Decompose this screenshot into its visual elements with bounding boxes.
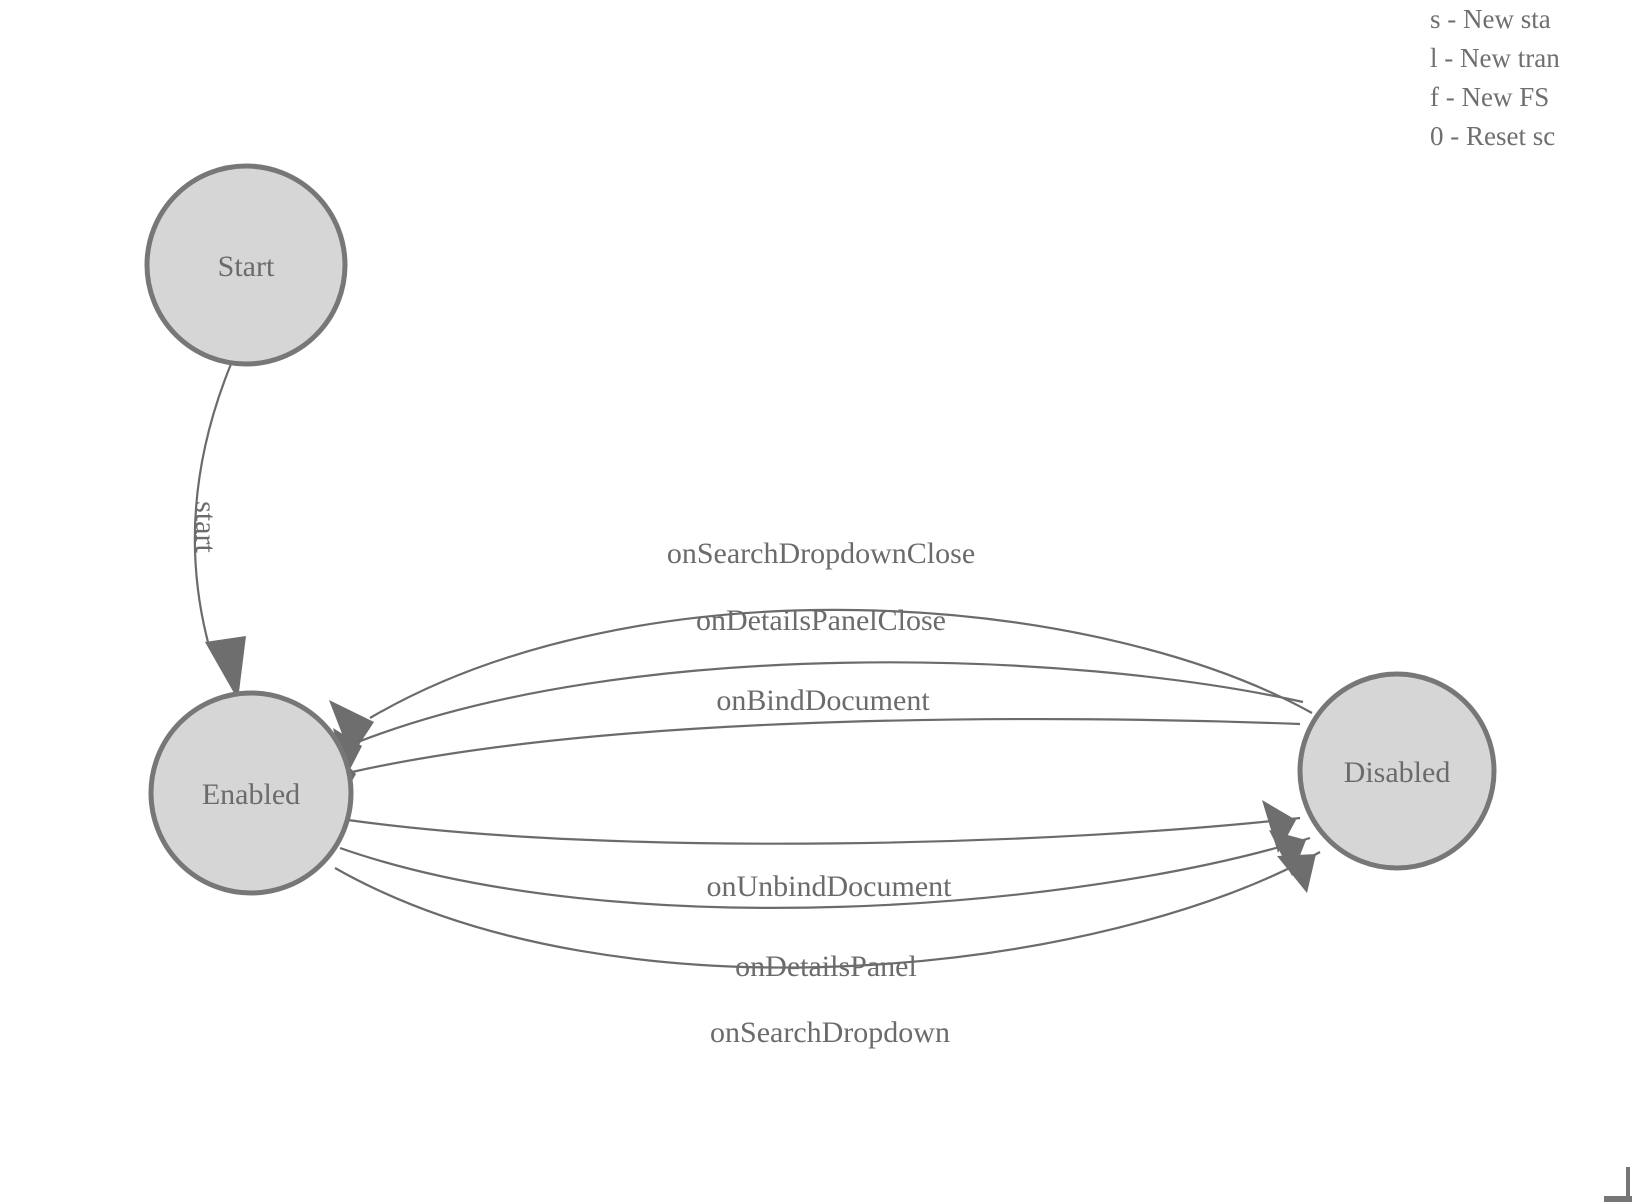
horizontal-scrollbar-thumb[interactable] [1604,1196,1632,1202]
edge-label-start: start [189,501,222,553]
edge-label-onBindDocument: onBindDocument [716,684,930,717]
node-disabled[interactable]: Disabled [1297,671,1497,871]
node-disabled-label: Disabled [1344,756,1451,789]
arrow-head-onSearchDropdownClose [329,700,374,757]
edge-path-onBindDocument[interactable] [351,717,1301,774]
edge-path-onDetailsPanel[interactable] [339,836,1311,909]
edge-label-onSearchDropdown: onSearchDropdown [710,1016,950,1049]
edge-onSearchDropdown[interactable]: onSearchDropdown [334,851,1321,1049]
node-disabled-circle[interactable] [1297,671,1497,871]
arrow-head-onUnbindDocument [1262,800,1296,853]
node-start[interactable]: Start [144,163,348,367]
node-start-label: Start [218,250,275,283]
edge-path-onUnbindDocument[interactable] [347,816,1301,845]
arrow-head-onDetailsPanelClose [333,728,362,779]
vertical-scrollbar-thumb[interactable] [1626,1167,1630,1199]
edge-onDetailsPanelClose[interactable]: onDetailsPanelClose [333,604,1304,779]
arrow-head-start [205,636,246,700]
edge-onSearchDropdownClose[interactable]: onSearchDropdownClose [329,537,1313,757]
node-enabled-circle[interactable] [148,690,354,896]
arrow-head-onSearchDropdown [1277,854,1316,893]
node-start-circle[interactable] [144,163,348,367]
edge-label-onSearchDropdownClose: onSearchDropdownClose [667,537,975,570]
node-enabled-label: Enabled [202,778,300,811]
edge-label-onUnbindDocument: onUnbindDocument [707,870,953,903]
arrow-head-onDetailsPanel [1269,830,1306,876]
edge-label-onDetailsPanelClose: onDetailsPanelClose [696,604,946,637]
node-enabled[interactable]: Enabled [148,690,354,896]
edge-onDetailsPanel[interactable]: onDetailsPanel [339,830,1311,983]
edge-path-onSearchDropdown[interactable] [334,851,1321,969]
edge-path-onDetailsPanelClose[interactable] [357,661,1304,744]
edge-start[interactable]: start [189,363,246,700]
edge-onUnbindDocument[interactable]: onUnbindDocument [347,800,1301,903]
edge-path-onSearchDropdownClose[interactable] [369,608,1313,719]
edge-path-start[interactable] [193,363,233,647]
edge-onBindDocument[interactable]: onBindDocument [340,684,1301,795]
